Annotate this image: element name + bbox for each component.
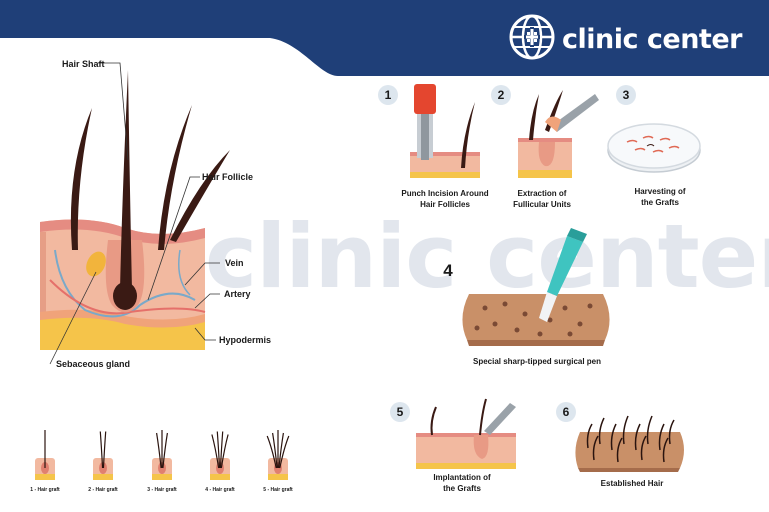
implantation-illustration [416,398,516,469]
graft-icon-3 [152,430,172,480]
petri-dish-grafts-illustration [607,123,701,173]
brand-name: clinic center [562,24,742,55]
graft-icon-4 [210,431,230,480]
surgical-pen-on-skin-illustration [462,228,610,346]
step-5-caption-line1: Implantation of [433,473,491,482]
label-sebaceous-gland: Sebaceous gland [56,359,131,369]
step-1-caption-line2: Hair Follicles [420,200,470,209]
label-vein: Vein [225,258,244,268]
graft-hair [272,432,278,469]
graft-label-2: 2 - Hair graft [88,487,118,493]
hair-follicle-anatomy-diagram [40,62,230,365]
step-3-caption-line2: the Grafts [641,198,679,207]
graft-hair [156,432,162,469]
graft-hair [279,435,290,469]
step-6-caption: Established Hair [600,479,664,488]
header-banner [0,0,769,76]
watermark-text: clinic center [205,205,769,308]
graft-hair [99,431,104,469]
graft-hair [220,434,229,469]
graft-hair [278,432,284,469]
step-1-caption-line1: Punch Incision Around [401,189,489,198]
step-1-number: 1 [378,85,398,105]
graft-icon-2 [93,431,113,480]
step-5-number: 5 [390,402,410,422]
punch-incision-illustration [410,84,480,178]
graft-label-1: 1 - Hair graft [30,487,60,493]
step-6-number: 6 [556,402,576,422]
globe-logo-icon [509,14,555,60]
extraction-illustration [518,90,599,178]
step-4-caption: Special sharp-tipped surgical pen [472,357,602,366]
label-hair-follicle: Hair Follicle [202,172,254,182]
graft-hair [102,431,107,469]
established-hair-illustration [575,415,684,472]
step-2-caption-line2: Fullicular Units [513,200,571,209]
step-2-number: 2 [491,85,511,105]
step-3-number: 3 [616,85,636,105]
graft-icon-1 [35,430,55,480]
graft-label-4: 4 - Hair graft [205,487,235,493]
label-artery: Artery [224,289,251,299]
graft-hair [162,432,168,469]
step-4-number: 4 [443,261,453,280]
label-hair-shaft: Hair Shaft [62,59,105,69]
graft-label-3: 3 - Hair graft [147,487,177,493]
graft-hair [211,434,220,469]
step-2-caption-line1: Extraction of [517,189,567,198]
graft-icon-5 [266,430,290,480]
step-3-caption-line1: Harvesting of [634,187,686,196]
graft-hair [266,435,277,469]
step-5-caption-line2: the Grafts [443,484,481,493]
graft-label-5: 5 - Hair graft [263,487,293,493]
graft-hair [219,431,224,469]
graft-hair [216,431,221,469]
label-hypodermis: Hypodermis [219,335,272,345]
